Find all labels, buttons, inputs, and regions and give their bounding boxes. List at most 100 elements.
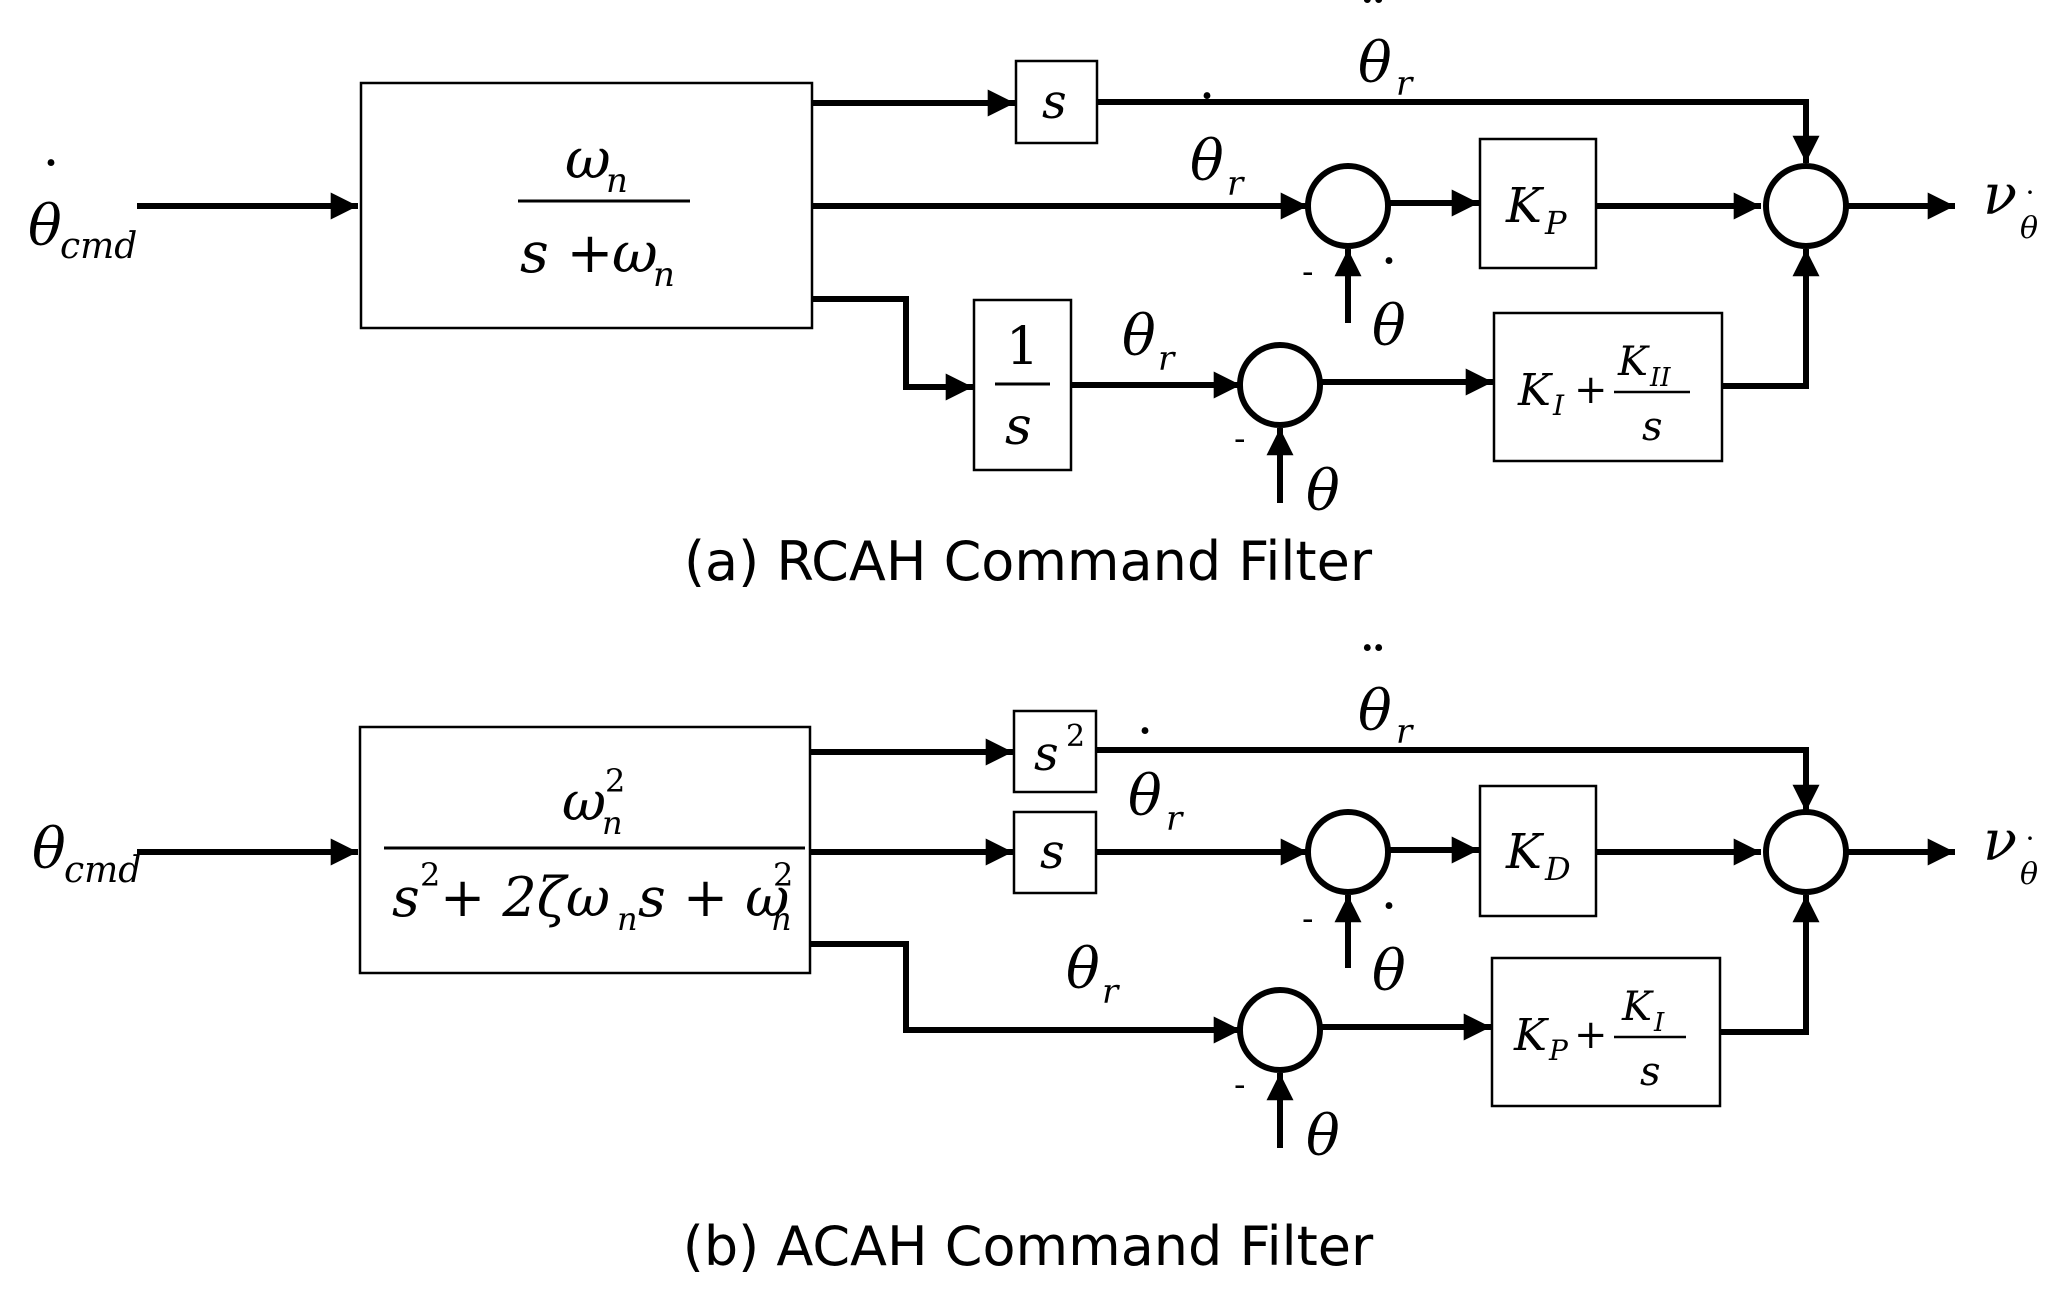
caption-b: (b) ACAH Command Filter	[683, 1215, 1374, 1278]
svg-text:s: s	[392, 866, 420, 929]
att-path-to-int-a	[812, 296, 973, 401]
s-block-b	[1012, 810, 1098, 895]
svg-text:n: n	[602, 804, 623, 842]
output-label-nu-b: ν θ ˙	[1983, 809, 2038, 892]
acc-path-b	[1096, 747, 1820, 812]
svg-text:r: r	[1102, 972, 1120, 1012]
gain-kd-block	[1478, 784, 1598, 918]
svg-text:˙: ˙	[1130, 718, 1160, 788]
filter-b-transfer-function: ω n 2 s 2 + 2ζω n s + ω n 2	[384, 762, 805, 938]
svg-text:s +: s +	[520, 221, 613, 286]
svg-text:˙: ˙	[1374, 893, 1404, 963]
svg-text:n: n	[653, 255, 675, 295]
second-order-filter-block	[358, 725, 812, 975]
svg-text:¨: ¨	[1358, 0, 1388, 57]
svg-text:II: II	[1649, 363, 1671, 393]
summing-junction-output-b	[1763, 809, 1849, 895]
svg-text:I: I	[1653, 1008, 1665, 1038]
svg-text:s + ω: s + ω	[638, 866, 789, 929]
svg-text:˙: ˙	[1192, 83, 1222, 153]
svg-text:θ: θ	[1122, 304, 1156, 369]
label-theta-feedback-a: θ	[1306, 459, 1340, 524]
svg-text:˙: ˙	[2022, 185, 2038, 223]
svg-text:ν: ν	[1983, 163, 2017, 228]
svg-text:r: r	[1396, 64, 1414, 104]
minus-sign-att-a: -	[1234, 419, 1246, 459]
label-theta-dot-r-b: θ ˙ r	[1128, 718, 1184, 839]
svg-text:r: r	[1396, 712, 1414, 752]
minus-sign-rate-b: -	[1302, 899, 1314, 939]
svg-text:n: n	[606, 161, 628, 201]
gain-ki-kii-label: K I + K II s	[1517, 339, 1690, 450]
label-theta-dot-r-a: θ ˙ r	[1190, 83, 1245, 204]
svg-text:¨: ¨	[1358, 635, 1388, 705]
gain-kp-ki-label: K P + K I s	[1513, 984, 1686, 1095]
svg-text:˙: ˙	[2022, 831, 2038, 869]
summing-junction-att-a	[1237, 342, 1323, 428]
svg-text:θ: θ	[1372, 939, 1406, 1004]
svg-text:cmd: cmd	[64, 850, 141, 891]
summing-junction-att-b	[1237, 987, 1323, 1073]
svg-text:+: +	[1574, 1012, 1608, 1058]
diagram-b: θ cmd ω n 2 s 2 + 2ζω n s + ω n 2 s 2 θ	[32, 635, 2038, 1278]
svg-text:θ: θ	[2020, 857, 2038, 892]
svg-text:˙: ˙	[36, 150, 66, 220]
label-theta-feedback-b: θ	[1306, 1104, 1340, 1169]
input-label-theta-cmd: θ cmd	[32, 817, 141, 891]
svg-text:cmd: cmd	[60, 226, 137, 267]
svg-text:2: 2	[1066, 719, 1085, 754]
minus-sign-att-b: -	[1234, 1065, 1246, 1105]
arrow-pi-to-sum-b	[1720, 895, 1820, 1035]
s2-block-label: s 2	[1034, 719, 1085, 782]
svg-text:K: K	[1621, 984, 1654, 1030]
summing-junction-output-a	[1763, 163, 1849, 249]
s2-block	[1012, 709, 1098, 794]
gain-kp-label: K P	[1505, 178, 1567, 242]
svg-text:+: +	[1574, 367, 1608, 413]
svg-text:ω: ω	[562, 770, 606, 833]
svg-text:n: n	[617, 900, 638, 938]
output-label-nu-a: ν θ ˙	[1983, 163, 2038, 246]
label-theta-ddot-r-a: θ ¨ r	[1358, 0, 1414, 104]
svg-text:K: K	[1617, 339, 1650, 385]
arrow-pi-to-sum-a	[1722, 249, 1820, 389]
s-block-a-label: s	[1042, 74, 1067, 130]
svg-text:P: P	[1548, 1034, 1569, 1067]
svg-text:θ: θ	[32, 817, 66, 882]
svg-text:θ: θ	[1066, 937, 1100, 1002]
summing-junction-rate-b	[1305, 809, 1391, 895]
svg-text:2: 2	[605, 762, 625, 800]
svg-text:P: P	[1544, 204, 1567, 242]
svg-text:s: s	[1005, 397, 1032, 457]
svg-text:K: K	[1517, 365, 1553, 416]
caption-a: (a) RCAH Command Filter	[684, 530, 1373, 593]
label-theta-r-a: θ r	[1122, 304, 1176, 379]
svg-text:˙: ˙	[1374, 248, 1404, 318]
svg-text:θ: θ	[2020, 211, 2038, 246]
svg-text:K: K	[1513, 1010, 1549, 1061]
svg-text:r: r	[1227, 164, 1245, 204]
gain-kd-label: K D	[1505, 824, 1571, 888]
svg-text:θ: θ	[1372, 294, 1406, 359]
svg-text:θ: θ	[1358, 31, 1392, 96]
svg-text:2: 2	[420, 856, 440, 894]
summing-junction-rate-a	[1305, 163, 1391, 249]
svg-text:ν: ν	[1983, 809, 2017, 874]
label-theta-dot-feedback-b: θ ˙	[1372, 893, 1406, 1004]
svg-text:+ 2ζω: + 2ζω	[440, 866, 610, 929]
svg-text:s: s	[1642, 404, 1663, 450]
minus-sign-rate-a: -	[1302, 252, 1314, 292]
svg-text:ω: ω	[565, 127, 611, 192]
acc-path-a	[1097, 99, 1820, 163]
first-order-filter-block	[359, 81, 814, 330]
svg-text:n: n	[771, 900, 792, 938]
svg-text:s: s	[1034, 726, 1059, 782]
svg-text:D: D	[1544, 850, 1571, 888]
gain-kp-ki-block	[1490, 956, 1722, 1108]
filter-a-transfer-function: ω n s + ω n	[518, 127, 690, 295]
svg-text:s: s	[1640, 1049, 1661, 1095]
label-theta-dot-feedback-a: θ ˙	[1372, 248, 1406, 359]
integrator-label-a: 1 s	[995, 317, 1050, 457]
gain-kp-block	[1478, 137, 1598, 270]
